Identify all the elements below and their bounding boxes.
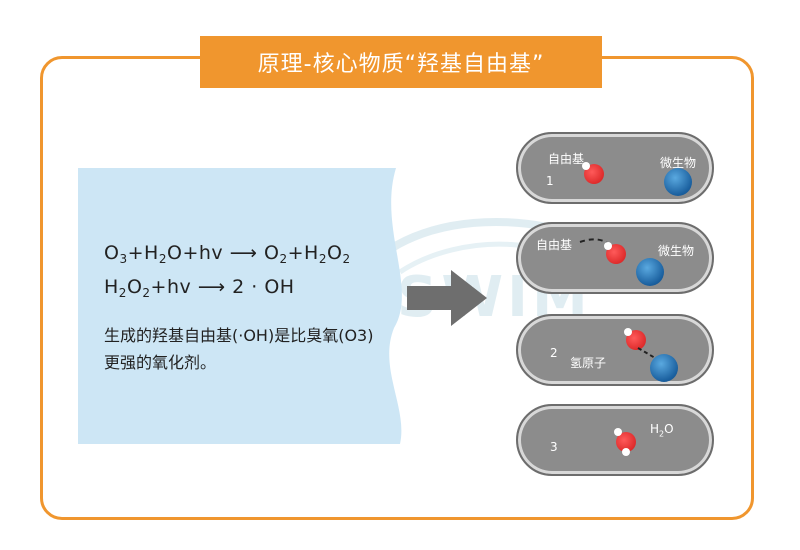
trajectory-icon xyxy=(579,238,619,257)
title-text: 原理-核心物质“羟基自由基” xyxy=(257,52,545,77)
hydrogen-atom-icon xyxy=(624,328,632,336)
microbe-icon xyxy=(664,168,692,196)
step-number: 1 xyxy=(546,174,554,188)
water-oxygen-icon xyxy=(616,432,636,452)
step-3-capsule: 3 H2O xyxy=(516,404,714,476)
hydrogen-atom-icon xyxy=(614,428,622,436)
microbe-label: 微生物 xyxy=(660,156,697,170)
step-2-capsule: 2 氢原子 xyxy=(516,314,714,386)
radical-label: 自由基 xyxy=(536,238,573,252)
radical-label: 自由基 xyxy=(548,152,585,166)
radical-oxygen-icon xyxy=(606,244,626,264)
step-1-capsule: 自由基 1 微生物 xyxy=(516,132,714,204)
step-number: 2 xyxy=(550,346,558,360)
hydrogen-atom-icon xyxy=(582,162,590,170)
title-banner: 原理-核心物质“羟基自由基” xyxy=(200,36,602,88)
microbe-label: 微生物 xyxy=(658,244,695,258)
description-text: 生成的羟基自由基(·OH)是比臭氧(O3)更强的氧化剂。 xyxy=(104,326,374,372)
hydrogen-label: 氢原子 xyxy=(570,356,607,370)
oxygen-atom-icon xyxy=(626,330,646,350)
hydrogen-atom-icon xyxy=(604,242,612,250)
step-1b-capsule: 自由基 微生物 xyxy=(516,222,714,294)
radical-oxygen-icon xyxy=(584,164,604,184)
right-arrow-icon xyxy=(407,270,487,326)
equation-2: H2O2+hv ⟶ 2 · OH xyxy=(104,276,295,300)
microbe-icon xyxy=(650,354,678,382)
microbe-icon xyxy=(636,258,664,286)
equation-panel xyxy=(78,168,402,444)
step-number: 3 xyxy=(550,440,558,454)
equation-1: O3+H2O+hv ⟶ O2+H2O2 xyxy=(104,242,351,266)
hydrogen-atom-icon xyxy=(622,448,630,456)
water-label: H2O xyxy=(650,422,674,439)
